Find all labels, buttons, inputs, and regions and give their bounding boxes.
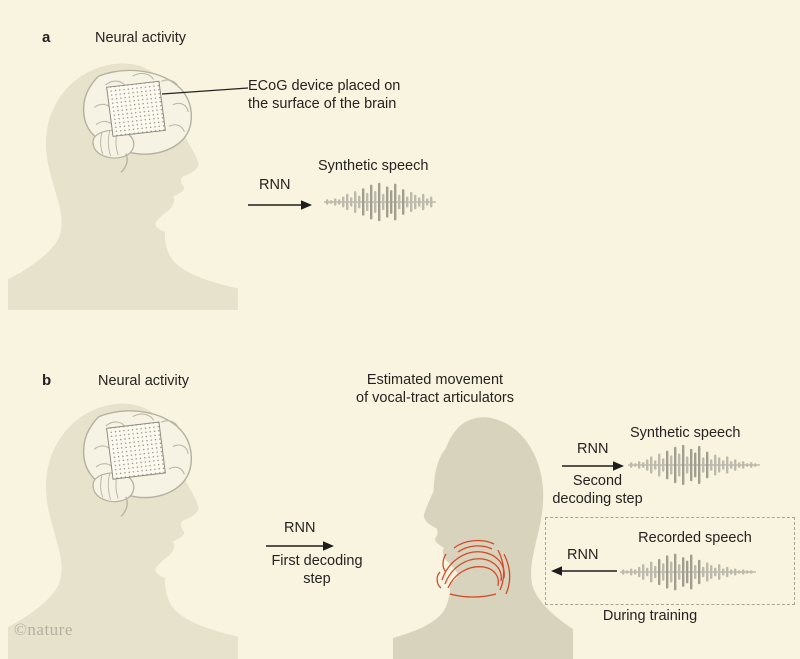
estimated-line1: Estimated movement — [366, 372, 504, 388]
second-step-line1: Second — [572, 473, 623, 489]
brain-icon-b — [82, 410, 192, 517]
nature-watermark: ©nature — [14, 620, 73, 639]
arrow-right-icon-second — [562, 461, 624, 471]
waveform-synthetic-b — [628, 444, 760, 486]
panel-a-letter: a — [42, 29, 51, 46]
first-step-line2: step — [303, 571, 331, 587]
estimated-movement-note: Estimated movement of vocal-tract articu… — [330, 371, 540, 407]
head-silhouette-b — [8, 403, 238, 659]
ecog-note: ECoG device placed on the surface of the… — [248, 77, 400, 113]
panel-b-letter: b — [42, 372, 52, 389]
vocal-tract-traces-icon — [436, 539, 511, 598]
panel-b-title: Neural activity — [98, 373, 190, 389]
arrow-right-icon-first — [266, 541, 334, 551]
brain-icon — [82, 69, 192, 173]
rnn-label-first: RNN — [284, 520, 316, 536]
panel-a-title: Neural activity — [95, 30, 187, 46]
dark-head-outline — [393, 417, 573, 659]
ecog-leader-line — [162, 87, 248, 95]
first-step-note: First decoding step — [262, 552, 372, 588]
ecog-note-line1: ECoG device placed on — [248, 78, 401, 94]
estimated-line2: of vocal-tract articulators — [356, 390, 514, 406]
during-training-caption: During training — [602, 608, 698, 624]
rnn-label-a: RNN — [259, 177, 291, 193]
head-silhouette-dark — [393, 417, 573, 659]
waveform-recorded — [620, 553, 756, 591]
training-box — [545, 517, 795, 605]
rnn-label-second: RNN — [577, 441, 609, 457]
ecog-note-line2: the surface of the brain — [248, 96, 397, 112]
ecog-grid-b — [106, 421, 166, 480]
rnn-label-training: RNN — [567, 547, 599, 563]
waveform-synthetic-a — [324, 182, 436, 222]
first-step-line1: First decoding — [271, 553, 363, 569]
arrow-left-icon-training — [551, 566, 617, 576]
recorded-speech-label: Recorded speech — [638, 530, 752, 546]
head-silhouette-a — [8, 63, 238, 310]
synthetic-speech-label-a: Synthetic speech — [318, 158, 429, 174]
second-step-note: Second decoding step — [545, 472, 650, 508]
synthetic-speech-label-b: Synthetic speech — [630, 425, 741, 441]
ecog-grid — [106, 80, 166, 137]
second-step-line2: decoding step — [552, 491, 643, 507]
arrow-right-icon-a — [248, 200, 312, 210]
